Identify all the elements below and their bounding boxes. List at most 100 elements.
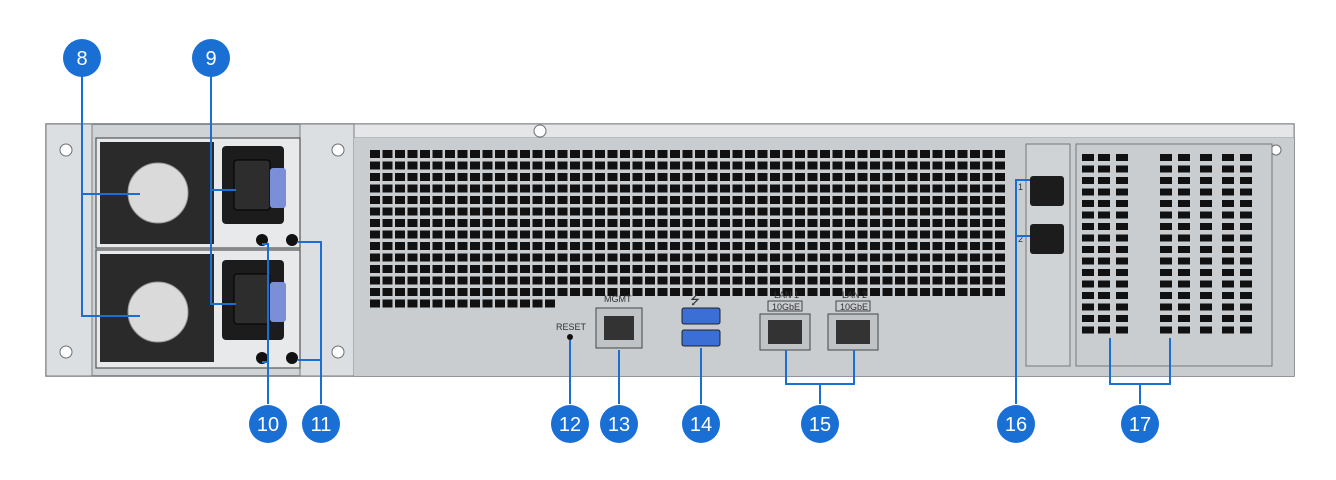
vent-hole	[745, 276, 755, 285]
vent-hole	[970, 173, 980, 181]
vent-hole	[957, 150, 968, 158]
vent-hole	[395, 196, 405, 204]
vent-hole	[795, 242, 805, 250]
vent-hole	[1082, 257, 1094, 265]
fan-hub-icon	[127, 281, 189, 343]
vent-hole	[695, 265, 705, 273]
vent-hole	[457, 219, 468, 227]
vent-hole	[495, 288, 505, 296]
vent-hole	[370, 265, 380, 273]
vent-hole	[632, 184, 643, 193]
vent-hole	[470, 196, 480, 204]
vent-hole	[470, 161, 480, 170]
vent-hole	[920, 184, 930, 193]
vent-hole	[795, 219, 805, 227]
vent-hole	[857, 265, 868, 273]
callout-circle	[1121, 405, 1159, 443]
vent-hole	[882, 161, 893, 170]
vent-hole	[470, 150, 480, 158]
vent-hole	[520, 265, 530, 273]
vent-hole	[1200, 234, 1212, 242]
vent-hole	[782, 242, 793, 250]
vent-hole	[407, 219, 418, 227]
vent-hole	[970, 265, 980, 273]
vent-hole	[857, 230, 868, 239]
vent-hole	[995, 207, 1005, 216]
vent-hole	[570, 150, 580, 158]
vent-hole	[970, 276, 980, 285]
vent-hole	[432, 230, 443, 239]
vent-hole	[1098, 292, 1110, 299]
vent-hole	[1178, 315, 1190, 322]
vent-hole	[895, 207, 905, 216]
vent-hole	[957, 196, 968, 204]
vent-hole	[1240, 280, 1252, 288]
vent-hole	[845, 207, 855, 216]
vent-hole	[420, 299, 430, 308]
vent-hole	[370, 288, 380, 296]
callout-11: 11	[302, 405, 340, 443]
vent-hole	[1222, 315, 1234, 322]
usb-ports[interactable]: ⭍	[681, 293, 721, 347]
vent-hole	[432, 196, 443, 204]
vent-hole	[945, 150, 955, 158]
reset-button[interactable]: RESET	[556, 322, 587, 340]
vent-hole	[570, 253, 580, 262]
vent-hole	[882, 265, 893, 273]
vent-hole	[720, 265, 730, 273]
vent-hole	[457, 184, 468, 193]
vent-hole	[782, 173, 793, 181]
vent-hole	[445, 242, 455, 250]
callout-circle	[682, 405, 720, 443]
vent-hole	[682, 184, 693, 193]
vent-hole	[945, 242, 955, 250]
vent-hole	[1116, 211, 1128, 219]
vent-hole	[407, 173, 418, 181]
vent-hole	[1200, 303, 1212, 311]
vent-hole	[782, 219, 793, 227]
vent-hole	[470, 207, 480, 216]
vent-hole	[907, 173, 918, 181]
vent-hole	[457, 150, 468, 158]
expansion-ports[interactable]: 1 2	[1018, 143, 1071, 367]
vent-hole	[595, 150, 605, 158]
vent-hole	[545, 150, 555, 158]
vent-hole	[745, 265, 755, 273]
lan-port-1[interactable]: LAN 1 10GbE	[759, 290, 811, 351]
callout-14: 14	[682, 405, 720, 443]
vent-hole	[657, 230, 668, 239]
management-port[interactable]: MGMT	[595, 294, 643, 349]
vent-hole	[757, 150, 768, 158]
vent-hole	[620, 288, 630, 296]
vent-hole	[532, 276, 543, 285]
vent-hole	[670, 253, 680, 262]
vent-hole	[507, 173, 518, 181]
vent-hole	[995, 184, 1005, 193]
pcie-slots[interactable]	[1075, 143, 1273, 367]
vent-hole	[920, 265, 930, 273]
vent-hole	[545, 253, 555, 262]
vent-hole	[645, 173, 655, 181]
callout-circle	[600, 405, 638, 443]
vent-hole	[907, 276, 918, 285]
vent-hole	[445, 299, 455, 308]
vent-hole	[707, 230, 718, 239]
vent-hole	[445, 150, 455, 158]
lan-port-2[interactable]: LAN 2 10GbE	[827, 290, 879, 351]
vent-hole	[820, 207, 830, 216]
vent-hole	[895, 288, 905, 296]
vent-hole	[1098, 165, 1110, 173]
vent-hole	[470, 219, 480, 227]
vent-hole	[545, 184, 555, 193]
vent-hole	[720, 253, 730, 262]
vent-hole	[545, 242, 555, 250]
vent-hole	[532, 242, 543, 250]
callout-circle	[801, 405, 839, 443]
vent-hole	[582, 150, 593, 158]
vent-hole	[1240, 177, 1252, 184]
vent-hole	[520, 161, 530, 170]
callout-circle	[63, 39, 101, 77]
vent-hole	[1240, 269, 1252, 276]
vent-hole	[482, 173, 493, 181]
